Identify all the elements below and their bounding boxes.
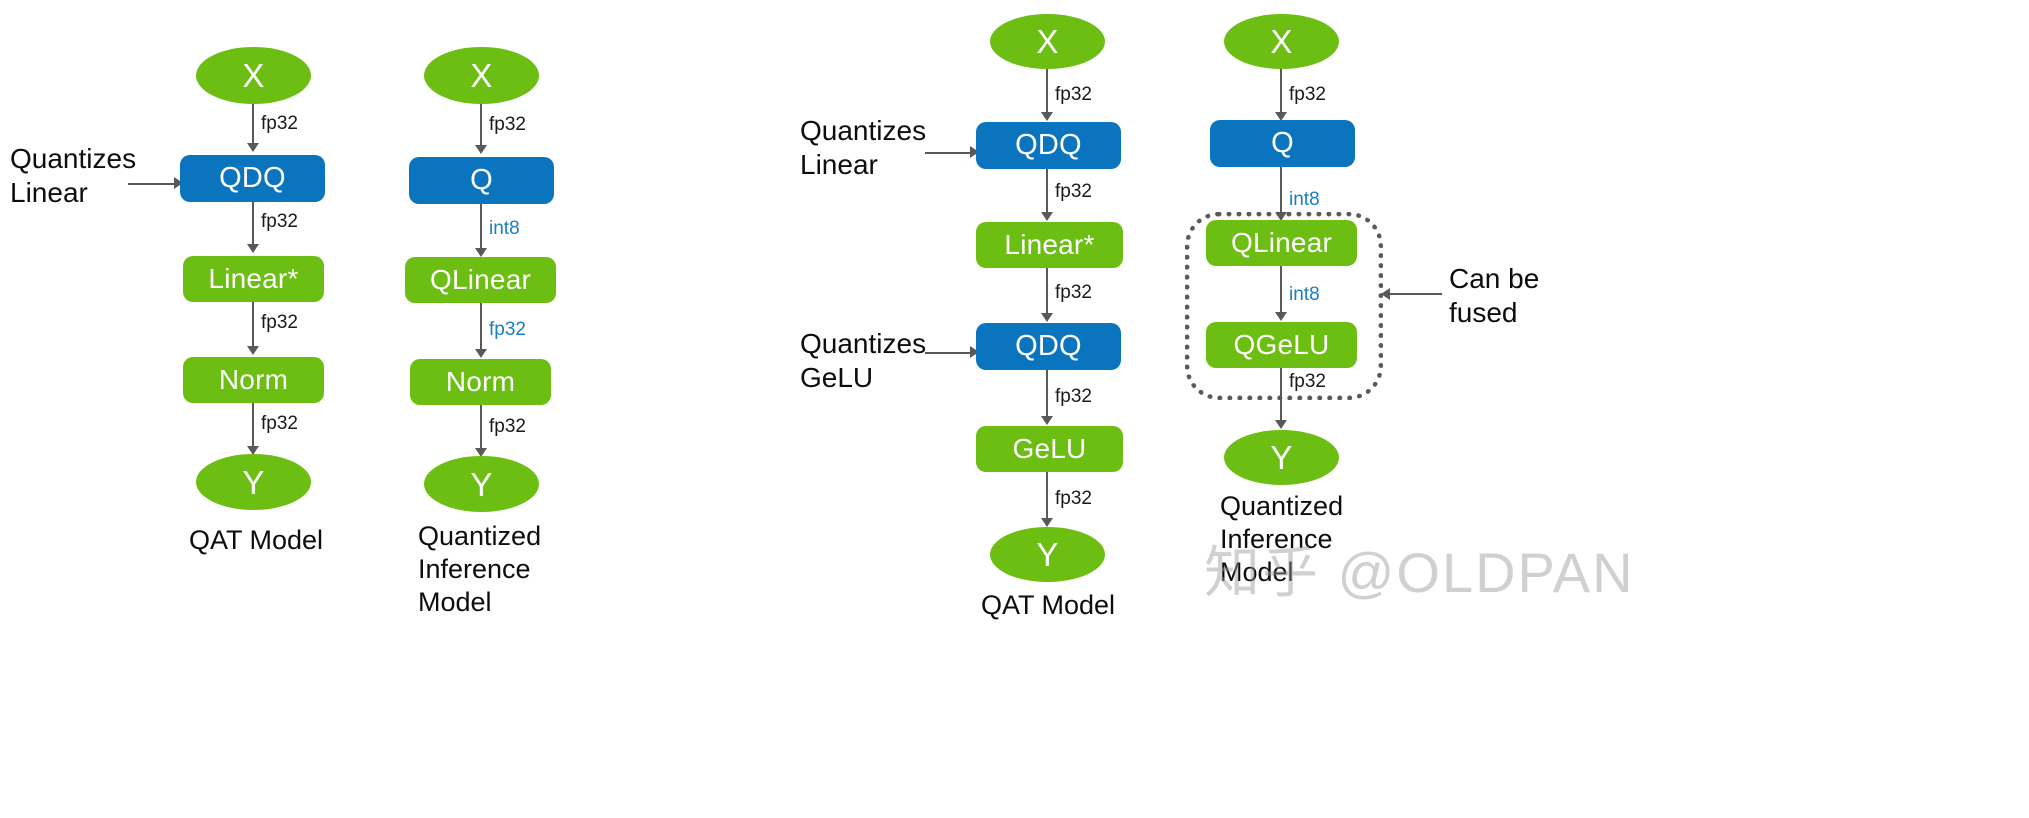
edge-col3-0-arrowhead: [1041, 112, 1053, 121]
watermark: 知乎 @OLDPAN: [1204, 541, 1635, 604]
node-col1-x[interactable]: X: [196, 47, 311, 104]
edge-label-col2-3: fp32: [489, 416, 526, 437]
edge-label-col2-0: fp32: [489, 114, 526, 135]
edge-label-col2-1: int8: [489, 218, 520, 239]
node-col2-y[interactable]: Y: [424, 456, 539, 512]
edge-col1-1-arrowhead: [247, 244, 259, 253]
node-col2-x[interactable]: X: [424, 47, 539, 104]
edge-label-col4-0: fp32: [1289, 84, 1326, 105]
annotation-leader-line-col3-gelu: [925, 352, 973, 354]
node-col3-linear[interactable]: Linear*: [976, 222, 1123, 268]
edge-col3-3: [1046, 370, 1048, 420]
edge-col2-1: [480, 204, 482, 252]
node-col1-norm[interactable]: Norm: [183, 357, 324, 403]
annotation-arrowhead-col3-gelu: [970, 346, 979, 358]
edge-col3-1-arrowhead: [1041, 212, 1053, 221]
node-col4-y[interactable]: Y: [1224, 430, 1339, 485]
edge-col3-4-arrowhead: [1041, 518, 1053, 527]
node-col4-q[interactable]: Q: [1210, 120, 1355, 167]
edge-label-col4-1: int8: [1289, 189, 1320, 210]
annotation-quantizes-gelu-col3: Quantizes GeLU: [800, 328, 927, 393]
edge-col4-2: [1280, 266, 1282, 316]
edge-col1-3: [252, 403, 254, 450]
edge-col2-1-arrowhead: [475, 248, 487, 257]
annotation-leader-line-col1: [128, 183, 176, 185]
edge-col2-2-arrowhead: [475, 349, 487, 358]
edge-label-col1-1: fp32: [261, 211, 298, 232]
edge-col4-1: [1280, 167, 1282, 216]
caption-col2: Quantized Inference Model: [418, 521, 542, 617]
annotation-arrowhead-col3-linear: [970, 146, 979, 158]
edge-col3-3-arrowhead: [1041, 416, 1053, 425]
edge-label-col3-3: fp32: [1055, 386, 1092, 407]
fusion-annotation-label: Can be fused: [1449, 263, 1540, 328]
edge-label-col2-2: fp32: [489, 319, 526, 340]
node-col1-linear[interactable]: Linear*: [183, 256, 324, 302]
fusion-annotation-leader-line: [1390, 293, 1442, 295]
edge-col4-2-arrowhead: [1275, 312, 1287, 321]
edge-col1-0: [252, 104, 254, 147]
edge-label-col3-1: fp32: [1055, 181, 1092, 202]
edge-col1-1: [252, 202, 254, 248]
edge-col3-2-arrowhead: [1041, 313, 1053, 322]
edge-col2-3-arrowhead: [475, 448, 487, 457]
node-col4-qgelu[interactable]: QGeLU: [1206, 322, 1357, 368]
annotation-quantizes-linear-col3: Quantizes Linear: [800, 115, 927, 180]
edge-label-col1-2: fp32: [261, 312, 298, 333]
annotation-arrowhead-col1: [174, 177, 183, 189]
edge-label-col4-3: fp32: [1289, 371, 1326, 392]
edge-col4-0-arrowhead: [1275, 112, 1287, 121]
edge-label-col3-0: fp32: [1055, 84, 1092, 105]
caption-col1: QAT Model: [189, 525, 324, 555]
edge-col1-2-arrowhead: [247, 346, 259, 355]
edge-label-col3-2: fp32: [1055, 282, 1092, 303]
edge-col1-0-arrowhead: [247, 143, 259, 152]
edge-col2-2: [480, 303, 482, 353]
edge-col4-1-arrowhead: [1275, 212, 1287, 221]
node-col3-gelu[interactable]: GeLU: [976, 426, 1123, 472]
node-col3-qdq-2[interactable]: QDQ: [976, 323, 1121, 370]
node-col2-norm[interactable]: Norm: [410, 359, 551, 405]
caption-col4: Quantized Inference Model: [1220, 491, 1344, 587]
node-col3-x[interactable]: X: [990, 14, 1105, 69]
edge-col1-3-arrowhead: [247, 446, 259, 455]
fusion-annotation-arrowhead: [1381, 288, 1390, 300]
edge-col3-0: [1046, 69, 1048, 116]
edge-col2-3: [480, 405, 482, 452]
annotation-quantizes-linear-col1: Quantizes Linear: [10, 143, 137, 208]
edge-label-col1-3: fp32: [261, 413, 298, 434]
node-col4-x[interactable]: X: [1224, 14, 1339, 69]
annotation-leader-line-col3-linear: [925, 152, 973, 154]
node-col1-qdq[interactable]: QDQ: [180, 155, 325, 202]
node-col2-qlinear[interactable]: QLinear: [405, 257, 556, 303]
edge-col2-0: [480, 104, 482, 149]
edge-col3-1: [1046, 169, 1048, 216]
edge-col4-3: [1280, 368, 1282, 424]
edge-label-col3-4: fp32: [1055, 488, 1092, 509]
node-col4-qlinear[interactable]: QLinear: [1206, 220, 1357, 266]
edge-col4-3-arrowhead: [1275, 420, 1287, 429]
caption-col3: QAT Model: [981, 590, 1116, 620]
edge-label-col1-0: fp32: [261, 113, 298, 134]
edge-col2-0-arrowhead: [475, 145, 487, 154]
edge-col4-0: [1280, 69, 1282, 116]
node-col2-q[interactable]: Q: [409, 157, 554, 204]
node-col1-y[interactable]: Y: [196, 454, 311, 510]
edge-col3-2: [1046, 268, 1048, 317]
node-col3-y[interactable]: Y: [990, 527, 1105, 582]
edge-col3-4: [1046, 472, 1048, 522]
edge-label-col4-2: int8: [1289, 284, 1320, 305]
edge-col1-2: [252, 302, 254, 350]
node-col3-qdq-1[interactable]: QDQ: [976, 122, 1121, 169]
